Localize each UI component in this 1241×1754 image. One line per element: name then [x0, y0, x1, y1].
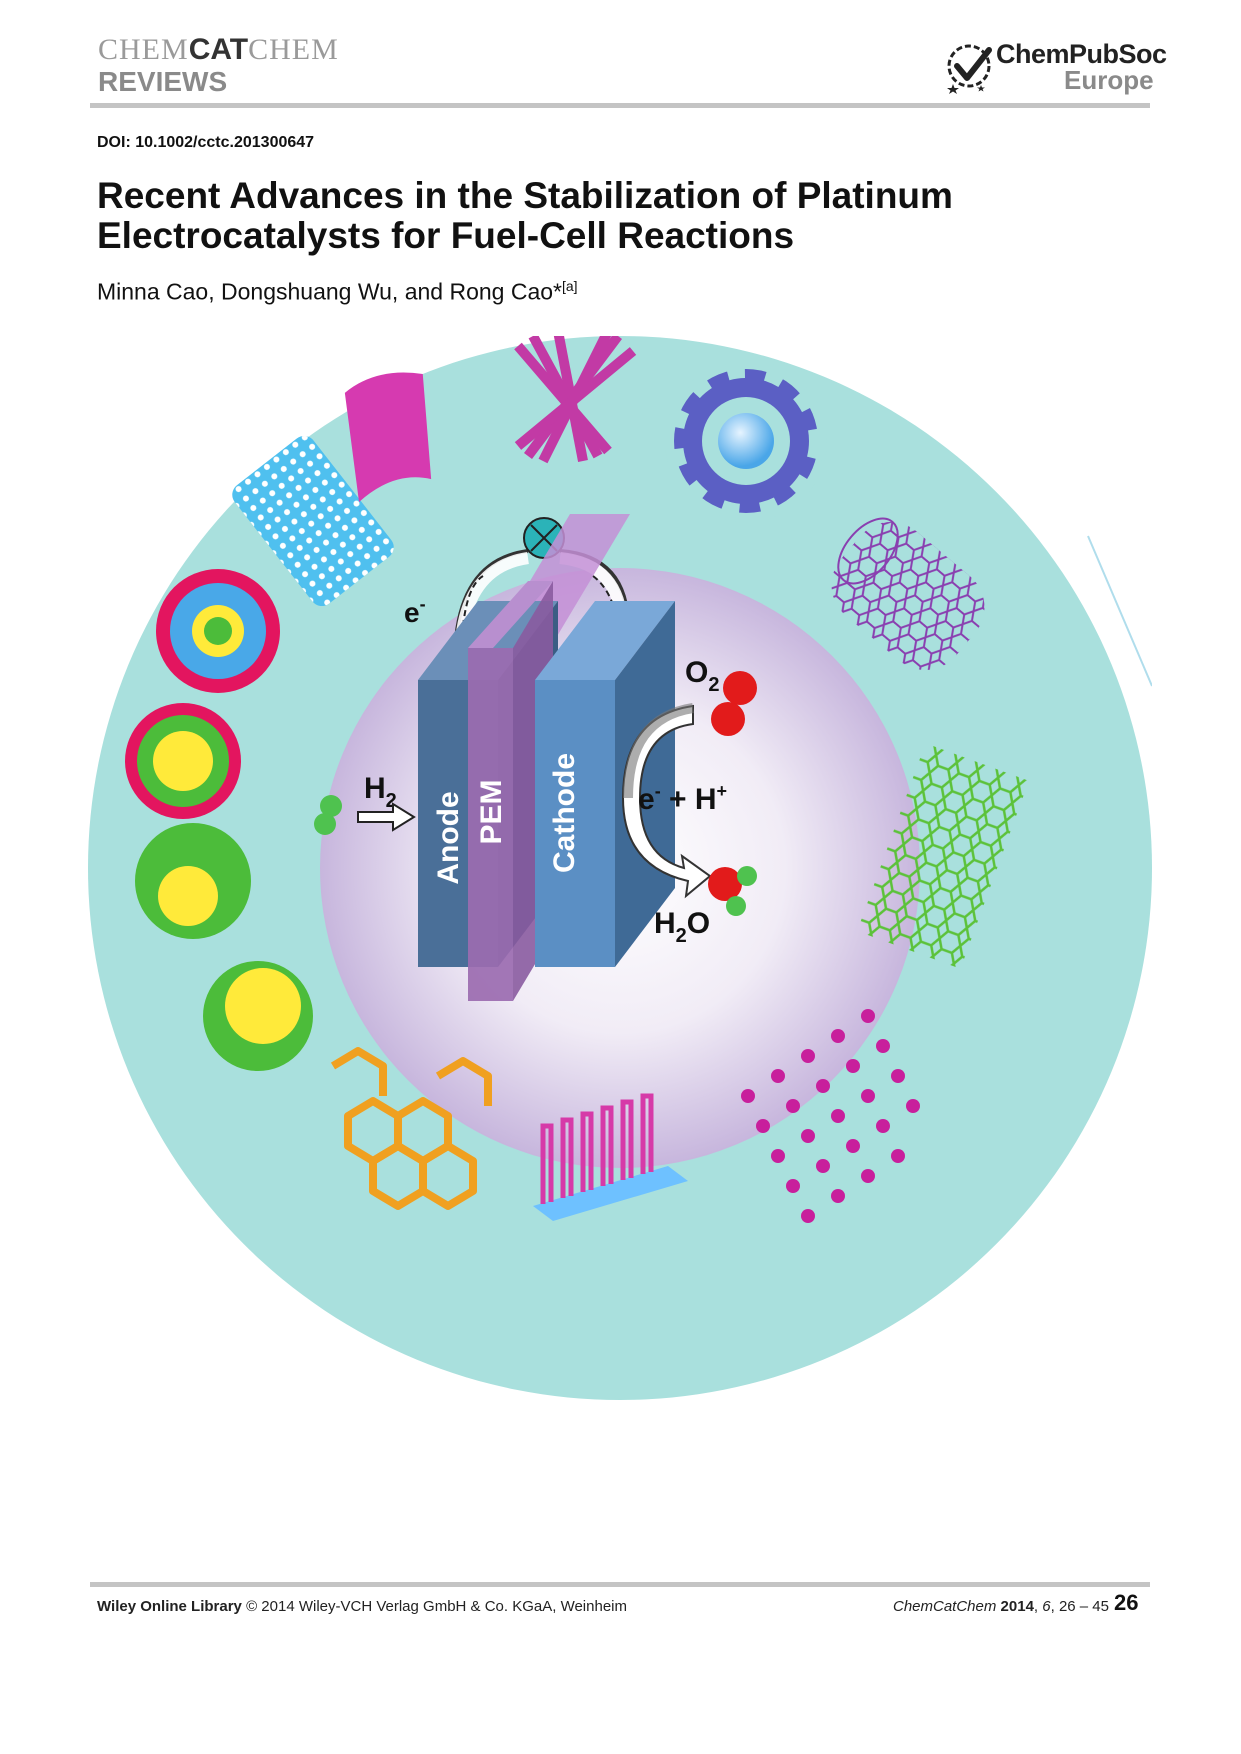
publisher-name: ChemPubSoc: [996, 39, 1167, 69]
graphene-sheet-structure: [857, 743, 1029, 969]
electron-label-sup: -: [420, 594, 426, 614]
nanoparticle-cluster-1: [156, 569, 280, 693]
footer-citation: ChemCatChem 2014, 6, 26 – 45: [893, 1598, 1109, 1615]
fullerene-cage-structure: [330, 1047, 492, 1210]
journal-name-pre: CHEM: [98, 33, 189, 66]
porous-sheet-structure: [232, 435, 394, 607]
nanoparticle-cluster-4: [203, 961, 313, 1071]
mof-lattice-structure: [741, 1009, 920, 1223]
reaction-e-sup: -: [655, 781, 661, 801]
library-name: Wiley Online Library: [97, 1598, 242, 1615]
oxygen-atom: [723, 671, 757, 705]
h2-label-sub: 2: [386, 790, 397, 812]
reaction-rest: + H: [661, 783, 717, 816]
article-title-line2: Electrocatalysts for Fuel-Cell Reactions: [97, 215, 795, 256]
section-label: REVIEWS: [98, 66, 228, 97]
h2-input-arrow: [357, 802, 416, 832]
check-star-icon: [947, 44, 992, 94]
citation-volume: 6: [1042, 1598, 1051, 1615]
cathode-plate: [535, 680, 615, 967]
hydrogen-atom: [737, 866, 757, 886]
electron-label-main: e: [404, 597, 420, 628]
o2-label-main: O: [685, 656, 708, 689]
citation-year: 2014: [1000, 1598, 1034, 1615]
page-number: 26: [1114, 1590, 1139, 1615]
nanoparticle-cluster-3: [135, 823, 251, 939]
h2o-label-sub: 2: [676, 925, 687, 947]
citation-pages: , 26 – 45: [1050, 1598, 1109, 1615]
author-names: Minna Cao, Dongshuang Wu, and Rong Cao*: [97, 278, 562, 305]
article-title-line1: Recent Advances in the Stabilization of …: [97, 175, 953, 216]
h2o-label: H2O: [654, 907, 710, 947]
h2o-label-h: H: [654, 907, 676, 940]
oxygen-atom: [708, 867, 742, 901]
publisher-region: Europe: [1064, 65, 1154, 95]
journal-name: CHEMCATCHEM: [98, 34, 339, 66]
header-rule: [90, 103, 1150, 108]
nanoparticle-cluster-2: [125, 703, 241, 819]
fuel-cell-diagram: Anode PEM Cathode e- H2 O2 e- + H+ H2O: [314, 514, 757, 1001]
graphical-abstract: Anode PEM Cathode e- H2 O2 e- + H+ H2O: [88, 336, 1152, 1400]
nanorod-bundle-structure: [514, 336, 637, 464]
journal-name-post: CHEM: [248, 33, 339, 66]
hydrogen-atom: [320, 795, 342, 817]
pem-label: PEM: [475, 779, 508, 844]
footer-copyright: Wiley Online Library © 2014 Wiley-VCH Ve…: [97, 1598, 627, 1615]
electron-label: e-: [404, 594, 426, 628]
o2-label: O2: [685, 656, 719, 696]
copyright-text: © 2014 Wiley-VCH Verlag GmbH & Co. KGaA,…: [241, 1598, 627, 1615]
curved-sheet-structure: [344, 372, 432, 503]
cathode-label: Cathode: [548, 753, 581, 873]
oxygen-atom: [711, 702, 745, 736]
doi: DOI: 10.1002/cctc.201300647: [97, 134, 315, 151]
mesoporous-sphere-structure: [665, 360, 827, 522]
reaction-e: e: [638, 783, 655, 816]
citation-journal: ChemCatChem: [893, 1598, 997, 1615]
pem-plate: [468, 648, 513, 1001]
article-title: Recent Advances in the Stabilization of …: [97, 176, 1097, 256]
hydrogen-atom: [314, 813, 336, 835]
nanowire-array-structure: [533, 1093, 688, 1221]
journal-name-mid: CAT: [188, 33, 249, 66]
reaction-h-sup: +: [717, 781, 728, 801]
h2-label-main: H: [364, 772, 386, 805]
nanotube-structure: [831, 517, 985, 670]
hydrogen-atom: [726, 896, 746, 916]
h2-label: H2: [364, 772, 397, 812]
reaction-label: e- + H+: [638, 781, 727, 816]
o2-label-sub: 2: [708, 674, 719, 696]
anode-label: Anode: [432, 791, 465, 884]
affiliation-mark: [a]: [562, 278, 578, 294]
footer-rule: [90, 1582, 1150, 1587]
author-list: Minna Cao, Dongshuang Wu, and Rong Cao*[…: [97, 278, 578, 306]
h2o-label-o: O: [687, 907, 710, 940]
